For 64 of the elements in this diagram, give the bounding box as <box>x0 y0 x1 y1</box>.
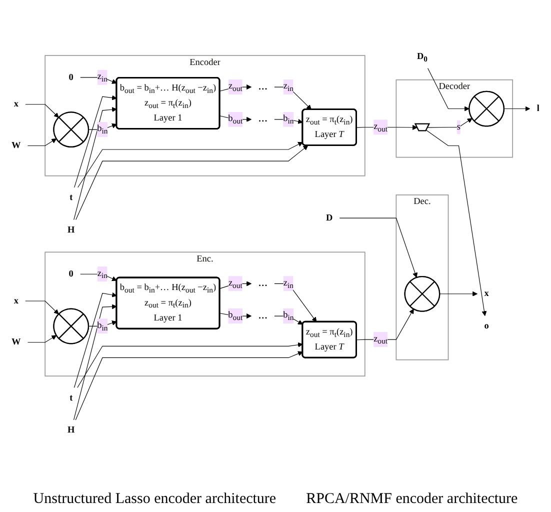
arrow <box>27 335 57 343</box>
arrow <box>356 124 418 130</box>
edge-label: z$_{out}$ <box>228 81 242 93</box>
node-text: x <box>14 296 18 306</box>
arrow <box>427 118 472 128</box>
node-text: 0 <box>68 268 74 279</box>
edge-label: z$_{out}$ <box>228 278 242 290</box>
node-text: 0 <box>68 72 74 82</box>
diagram-caption: Unstructured Lasso encoder architecture <box>33 491 276 508</box>
arrow <box>274 86 312 110</box>
edge-label: b$_{in}$ <box>97 124 108 136</box>
node-text: t <box>70 192 73 202</box>
node-text: H <box>68 425 75 436</box>
arrow <box>27 138 57 146</box>
node-text: x <box>484 288 489 298</box>
node-text: t <box>70 392 73 403</box>
arrow <box>78 142 303 188</box>
arrow <box>220 312 252 319</box>
cluster: Dec. <box>396 194 449 360</box>
arrow <box>88 320 117 326</box>
arrow <box>339 218 418 278</box>
node-text: … <box>258 114 268 124</box>
arrow <box>439 291 478 296</box>
arrow <box>25 104 59 118</box>
arrow <box>77 342 303 388</box>
arrow <box>25 300 59 314</box>
node-text: … <box>258 278 268 288</box>
arrow <box>220 116 252 122</box>
node-text: H <box>68 224 75 235</box>
arrow <box>73 304 117 420</box>
node-text: l <box>536 104 540 114</box>
node-text: o <box>484 321 489 331</box>
arrow <box>274 316 303 325</box>
node-text: … <box>258 310 268 321</box>
node-text: x <box>14 99 18 109</box>
edge-label: b$_{out}$ <box>228 310 243 322</box>
edge-label: b$_{in}$ <box>97 320 108 332</box>
node-text: D$_{0}$ <box>416 51 428 64</box>
edge-label: s <box>456 122 461 132</box>
node-text: … <box>258 82 268 92</box>
edge-label: z$_{in}$ <box>97 268 108 280</box>
arrow <box>356 308 414 340</box>
edge-label: z$_{out}$ <box>374 334 388 346</box>
arrow <box>76 145 308 220</box>
arrow <box>274 118 303 124</box>
arrow <box>426 130 487 316</box>
node-text: W <box>12 337 21 347</box>
edge-label: b$_{in}$ <box>283 310 294 322</box>
arrow <box>220 281 252 289</box>
edge-label: b$_{in}$ <box>283 114 294 126</box>
edge-label: z$_{in}$ <box>283 278 294 290</box>
edge-label: z$_{in}$ <box>283 81 294 93</box>
edge-label: b$_{out}$ <box>228 114 243 126</box>
arrow <box>75 351 303 420</box>
node-trapezoid <box>414 123 430 132</box>
arrow <box>504 106 530 112</box>
arrow <box>274 283 317 322</box>
node-text: W <box>12 140 21 150</box>
diagram-caption: RPCA/RNMF encoder architecture <box>306 491 518 508</box>
arrow <box>428 68 470 112</box>
edge-label: z$_{in}$ <box>97 72 108 84</box>
edge-label: z$_{out}$ <box>374 121 388 134</box>
arrow <box>74 292 117 388</box>
node-text: D <box>326 212 333 223</box>
